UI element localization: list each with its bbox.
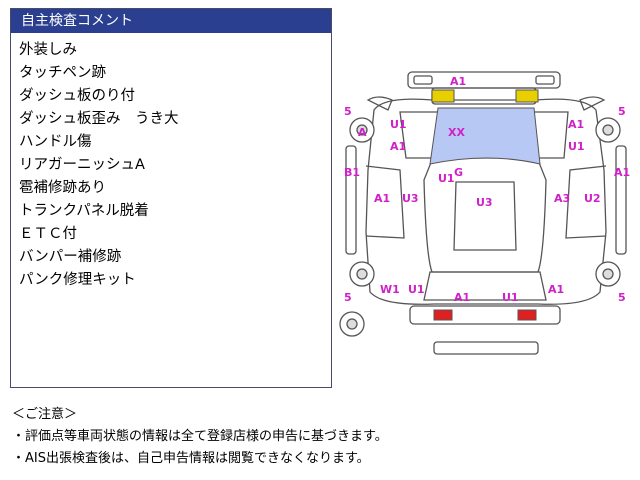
label-right-pillar: A1 [614,166,630,179]
label-left-front-wheel: A [358,126,367,139]
label-roof-2: G [454,166,463,179]
label-left-rear-2: U1 [408,283,425,296]
car-body-outline [365,98,607,305]
left-headlight [431,89,455,103]
left-taillight [433,309,453,321]
label-left-rear-bottom: 5 [344,291,352,304]
notes-line: ・評価点等車両状態の情報は全て登録店様の申告に基づきます。 [12,429,388,444]
right-headlight [515,89,539,103]
label-windshield: XX [448,126,465,139]
notes-line: ・AIS出張検査後は、自己申告情報は閲覧できなくなります。 [12,451,370,466]
label-rear-bumper-2: U1 [502,291,519,304]
label-right-door-2: U2 [584,192,601,205]
label-right-front-fender-1: A1 [568,118,584,131]
comment-panel: 自主検査コメント 外装しみ タッチペン跡 ダッシュ板のり付 ダッシュ板歪み うき… [10,8,332,388]
label-left-door-2: U3 [402,192,419,205]
vehicle-inspection-diagram: A1 5 U1 A A1 XX 5 A1 U1 B1 A1 U1 G A1 U3… [339,71,630,355]
notes-heading: ＜ご注意＞ [12,407,78,422]
label-left-front-fender-1: U1 [390,118,407,131]
label-right-front-top: 5 [618,105,626,118]
comment-item: ダッシュ板歪み うき大 [19,111,179,127]
cabin-outline [423,151,547,273]
right-taillight [517,309,537,321]
label-left-pillar: B1 [344,166,360,179]
label-right-rear-bottom: 5 [618,291,626,304]
notes-section: ＜ご注意＞ ・評価点等車両状態の情報は全て登録店様の申告に基づきます。 ・AIS… [12,404,632,470]
front-bumper-outline [407,71,561,89]
left-mirror [366,96,393,111]
right-door-outline [565,165,607,239]
label-left-rear-1: W1 [380,283,400,296]
front-left-wheel-hub [356,124,368,136]
left-skirt [345,145,357,255]
front-bumper-inner [413,75,433,85]
label-right-door-1: A3 [554,192,570,205]
right-skirt [615,145,627,255]
spare-wheel-hub [346,318,358,330]
label-right-rear: A1 [548,283,564,296]
label-left-door-1: A1 [374,192,390,205]
roof-outline [453,181,517,251]
comment-panel-title: 自主検査コメント [11,9,331,33]
comment-item: リアガーニッシュA [19,157,145,173]
right-mirror [579,96,606,111]
comment-item: 外装しみ [19,42,77,58]
front-right-wheel-hub [602,124,614,136]
label-roof-center: U3 [476,196,493,209]
comment-item: パンク修理キット [19,272,136,288]
windshield [429,107,541,165]
rear-left-wheel-hub [356,268,368,280]
rear-bumper-outline [409,305,561,325]
comment-item: トランクパネル脱着 [19,203,149,219]
label-front-bumper: A1 [450,75,466,88]
comment-item: バンパー補修跡 [19,249,122,265]
label-left-front-fender-2: A1 [390,140,406,153]
comment-item: ハンドル傷 [19,134,92,150]
left-door-outline [365,165,405,239]
front-bumper-inner [535,75,555,85]
comment-item: ＥＴＣ付 [19,226,77,242]
rear-plate-outline [433,341,539,355]
rear-right-wheel-hub [602,268,614,280]
comment-item: ダッシュ板のり付 [19,88,135,104]
comment-item: 雹補修跡あり [19,180,106,196]
label-left-front-top: 5 [344,105,352,118]
label-roof-1: U1 [438,172,455,185]
comment-item: タッチペン跡 [19,65,106,81]
label-rear-bumper-1: A1 [454,291,470,304]
label-right-front-fender-2: U1 [568,140,585,153]
comment-list: 外装しみ タッチペン跡 ダッシュ板のり付 ダッシュ板歪み うき大 ハンドル傷 リ… [11,33,331,292]
trunk-outline [423,271,547,301]
